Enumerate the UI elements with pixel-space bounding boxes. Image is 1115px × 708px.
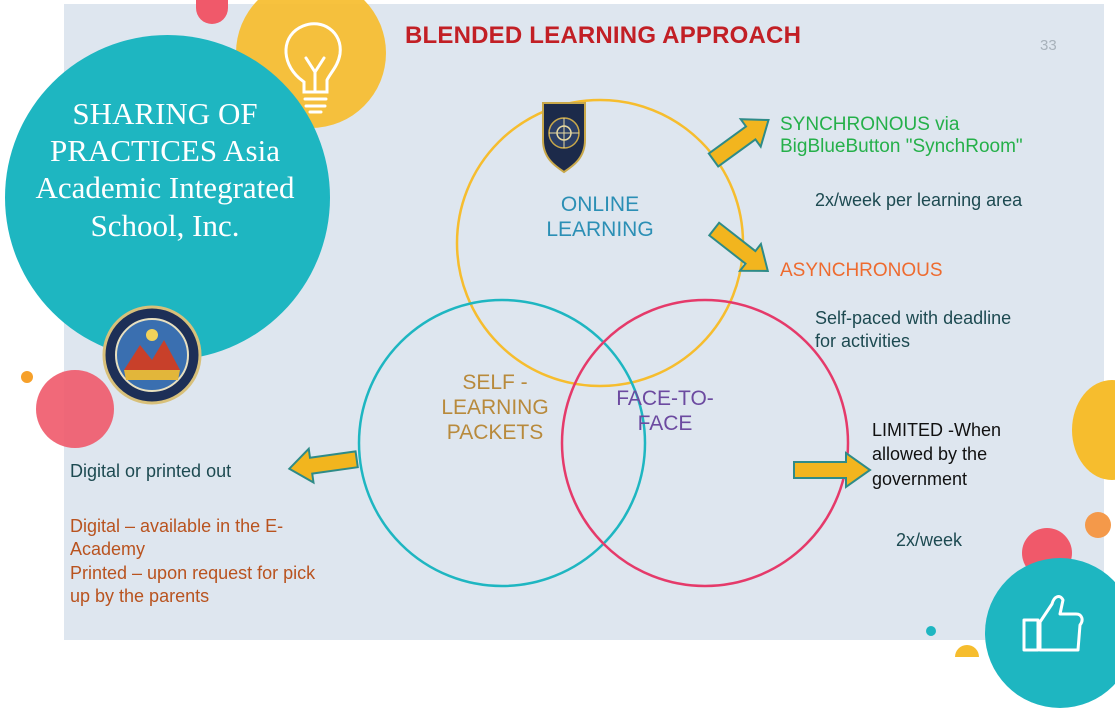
face-label-line1: FACE-TO-	[616, 387, 714, 410]
school-seal-icon	[102, 305, 202, 405]
limited-line2: allowed by the	[872, 444, 988, 465]
synchronous-line1: SYNCHRONOUS via	[780, 114, 960, 135]
face-label-line2: FACE	[637, 412, 693, 436]
limited-line3: government	[872, 468, 968, 489]
digital-or-printed-text: Digital or printed out	[70, 461, 232, 481]
arrow-right-icon	[707, 118, 770, 168]
self-label-line1: SELF -	[462, 371, 528, 394]
online-label-line1: ONLINE	[560, 193, 640, 216]
deco-dot-orange	[21, 371, 33, 383]
deco-dot-teal	[926, 626, 936, 636]
online-label-line2: LEARNING	[546, 218, 654, 242]
slide-title: BLENDED LEARNING APPROACH	[405, 22, 802, 49]
asynchronous-text: ASYNCHRONOUS	[780, 260, 943, 281]
venn-circle-online	[455, 98, 745, 388]
venn-circle-self-learning	[357, 298, 647, 588]
arrow-right-icon	[793, 451, 872, 489]
self-label-line3: PACKETS	[446, 421, 544, 445]
diagram-canvas	[102, 22, 1084, 652]
digital-printed-details: Digital – available in the E- Academy Pr…	[70, 515, 315, 609]
arrow-left-icon	[287, 446, 359, 485]
digital-line2: Academy	[70, 539, 146, 560]
deco-dot-yellow	[955, 645, 979, 657]
self-learning-label: SELF - LEARNING PACKETS	[415, 370, 575, 446]
arrow-right-icon	[707, 221, 770, 272]
synchronous-text: SYNCHRONOUS via BigBlueButton "SynchRoom…	[780, 114, 1023, 159]
synchronous-line2: BigBlueButton "SynchRoom"	[780, 136, 1023, 158]
deco-circle-teal-large	[5, 35, 330, 360]
face-to-face-label: FACE-TO- FACE	[590, 386, 740, 436]
printed-line1: Printed – upon request for pick	[70, 562, 316, 583]
online-learning-label: ONLINE LEARNING	[520, 192, 680, 242]
venn-circle-face-to-face	[560, 298, 850, 588]
self-label-line2: LEARNING	[441, 396, 549, 420]
digital-line1: Digital – available in the E-	[70, 516, 284, 536]
page-number: 33	[1040, 37, 1057, 54]
limited-text: LIMITED -When allowed by the government	[872, 418, 1001, 491]
deco-dot-orange-right	[1085, 512, 1111, 538]
async-line1: Self-paced with deadline	[815, 308, 1012, 328]
school-banner-text: SHARING OF PRACTICES Asia Academic Integ…	[35, 96, 295, 243]
thumbs-up-icon	[1022, 595, 1084, 652]
lightbulb-icon	[284, 22, 342, 114]
sync-frequency: 2x/week per learning area	[815, 190, 1023, 210]
async-line2: for activities	[815, 331, 911, 352]
limited-frequency: 2x/week	[896, 530, 963, 550]
async-description: Self-paced with deadline for activities	[815, 307, 1011, 354]
school-crest-icon	[542, 102, 586, 174]
printed-line2: up by the parents	[70, 586, 210, 607]
limited-line1: LIMITED -When	[872, 420, 1002, 440]
deco-circle-coral-left	[36, 370, 114, 448]
